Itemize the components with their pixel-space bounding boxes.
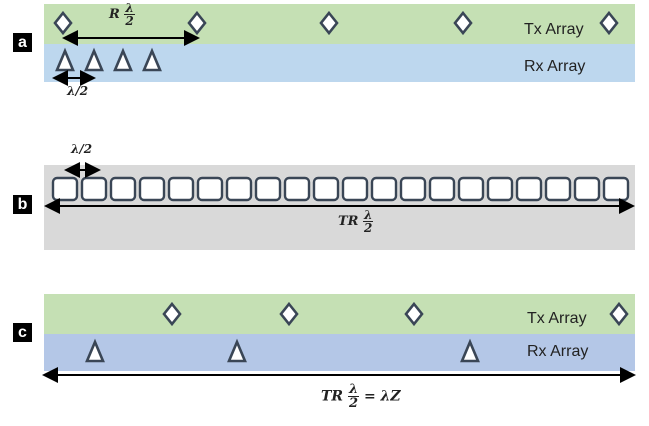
b-array-cell-11	[341, 176, 369, 202]
b-array-cell-5	[167, 176, 195, 202]
a-rx-band	[44, 44, 635, 82]
a-tx-element-5	[599, 10, 619, 36]
c-tx-element-3	[404, 301, 424, 327]
b-array-cell-9	[283, 176, 311, 202]
panel-label-c: c	[13, 323, 32, 342]
c-tx-element-1	[162, 301, 182, 327]
c-tr-frac-num: λ	[348, 382, 359, 397]
a-half-lambda-label: λ/2	[67, 84, 89, 98]
b-array-cell-8	[254, 176, 282, 202]
a-r-frac-num: λ	[125, 1, 134, 15]
b-array-cell-3	[109, 176, 137, 202]
a-rx-element-4	[142, 47, 162, 72]
c-rx-element-2	[227, 338, 247, 363]
b-array-cell-10	[312, 176, 340, 202]
b-array-cell-17	[515, 176, 543, 202]
b-array-cell-7	[225, 176, 253, 202]
panel-label-a: a	[13, 33, 32, 52]
b-array-cell-13	[399, 176, 427, 202]
b-array-cell-6	[196, 176, 224, 202]
b-array-cell-19	[573, 176, 601, 202]
b-array-cell-15	[457, 176, 485, 202]
a-tx-element-3	[319, 10, 339, 36]
c-tx-element-2	[279, 301, 299, 327]
c-equals-lambda-z: = λZ	[363, 388, 401, 405]
c-tr-frac-den: 2	[347, 396, 360, 411]
a-rx-element-3	[113, 47, 133, 72]
c-tx-array-label: Tx Array	[527, 310, 587, 327]
b-array-cell-16	[486, 176, 514, 202]
a-r-symbol: R	[109, 7, 120, 22]
c-rx-element-1	[85, 338, 105, 363]
b-array-cell-14	[428, 176, 456, 202]
b-array-cell-4	[138, 176, 166, 202]
c-tx-band	[44, 294, 635, 334]
b-array-cell-1	[51, 176, 79, 202]
b-array-cell-12	[370, 176, 398, 202]
a-tx-element-4	[453, 10, 473, 36]
b-tr-symbol: TR	[338, 214, 359, 229]
b-array-cell-20	[602, 176, 630, 202]
c-rx-element-3	[460, 338, 480, 363]
c-tr-symbol: TR	[321, 388, 344, 405]
b-tr-frac-den: 2	[363, 221, 374, 235]
a-r-frac-den: 2	[124, 14, 135, 28]
c-tx-element-4	[609, 301, 629, 327]
panel-label-b: b	[13, 195, 32, 214]
b-array-cell-2	[80, 176, 108, 202]
b-half-lambda-label: λ/2	[71, 142, 93, 156]
b-array-cell-18	[544, 176, 572, 202]
a-tx-array-label: Tx Array	[524, 21, 584, 38]
c-rx-array-label: Rx Array	[527, 343, 589, 360]
c-rx-band	[44, 334, 635, 371]
b-tr-frac-num: λ	[364, 208, 373, 222]
a-rx-array-label: Rx Array	[524, 58, 586, 75]
